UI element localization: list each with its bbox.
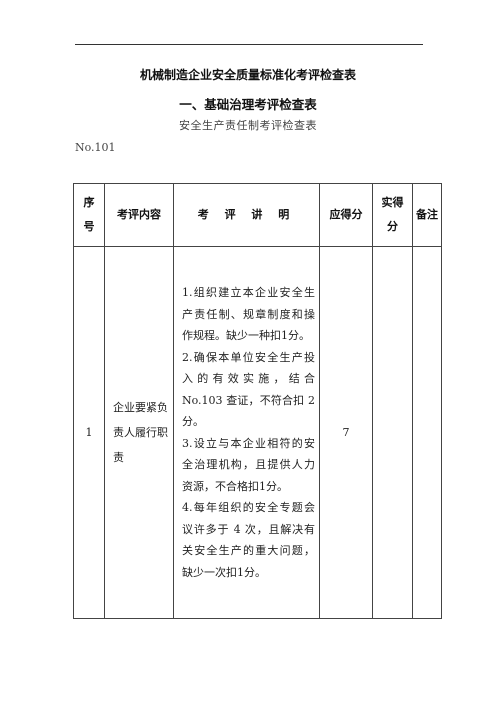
description-line: 1.组织建立本企业安全生 [182,286,315,299]
description-line: 资源，不合格扣1分。 [182,479,288,493]
checklist-table: 序 号 考评内容 考 评 讲 明 应得分 实得 分 备注 1 企业要紧负 责人履… [73,183,442,619]
description-line: 缺少一次扣1分。 [182,565,266,579]
row-seq: 1 [73,246,105,619]
header-seq-b: 号 [83,220,95,233]
row-content-line: 责 [113,451,124,464]
header-score-due: 应得分 [319,183,373,247]
row-score-due: 7 [319,246,373,619]
description-line: 全治理机构，且提供人力 [182,458,315,471]
header-seq: 序 号 [73,183,105,247]
header-rule [75,44,423,45]
row-score-actual [372,246,413,619]
header-description-label: 考 评 讲 明 [197,208,296,221]
header-remarks: 备注 [412,183,442,247]
description-line: 议许多于 4 次，且解决有 [182,522,315,536]
header-seq-a: 序 [83,196,95,209]
header-score-actual-a: 实得 [381,196,404,209]
section-title: 一、基础治理考评检查表 [179,97,317,112]
header-score-actual-b: 分 [387,220,398,233]
sub-title: 安全生产责任制考评检查表 [179,119,317,132]
row-content-line: 责人履行职 [113,426,168,439]
description-line: 产责任制、规章制度和操 [182,307,315,321]
row-content: 企业要紧负 责人履行职 责 [104,246,174,619]
table-row: 1 企业要紧负 责人履行职 责 1.组织建立本企业安全生 产责任制、规章制度和操… [73,246,442,619]
row-content-line: 企业要紧负 [113,401,168,414]
description-line: 2.确保本单位安全生产投 [182,350,315,364]
doc-number: No.101 [75,141,116,154]
table-header-row: 序 号 考评内容 考 评 讲 明 应得分 实得 分 备注 [73,183,442,247]
description-line: No.103 查证，不符合扣 2 [182,393,315,407]
main-title: 机械制造企业安全质量标准化考评检查表 [139,68,356,82]
header-score-actual: 实得 分 [372,183,413,247]
description-line: 分。 [182,415,204,428]
row-remarks [412,246,442,619]
row-description: 1.组织建立本企业安全生 产责任制、规章制度和操 作规程。缺少一种扣1分。 2.… [173,246,320,619]
description-line: 4.每年组织的安全专题会 [182,501,315,514]
description-line: 入 的 有 效 实 施 ， 结 合 [182,372,315,385]
header-description: 考 评 讲 明 [173,183,320,247]
header-content: 考评内容 [104,183,174,247]
description-line: 3.设立与本企业相符的安 [182,436,315,450]
description-line: 作规程。缺少一种扣1分。 [182,329,310,342]
description-line: 关安全生产的重大问题， [182,544,315,557]
